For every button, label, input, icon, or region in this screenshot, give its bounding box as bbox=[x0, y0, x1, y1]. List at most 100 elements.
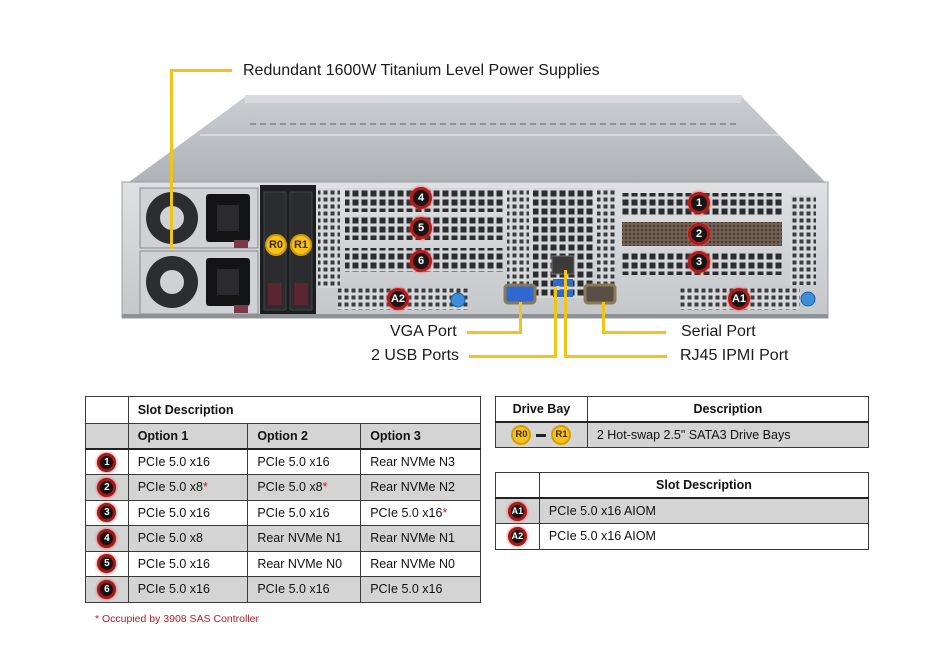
slot-number-cell: 5 bbox=[85, 550, 129, 577]
psu-top bbox=[139, 187, 259, 249]
slot-option-2-cell: PCIe 5.0 x16 bbox=[247, 448, 362, 475]
slot-option-text: PCIe 5.0 x8 bbox=[257, 480, 323, 495]
slot-number-cell: 3 bbox=[85, 499, 129, 526]
slot-option-text: Rear NVMe N1 bbox=[257, 531, 343, 546]
slot-table-row: 1 PCIe 5.0 x16 PCIe 5.0 x16 Rear NVMe N3 bbox=[85, 448, 481, 475]
aiom-slot-description: PCIe 5.0 x16 AIOM bbox=[538, 497, 870, 524]
slot-table-title: Slot Description bbox=[127, 396, 482, 424]
slot-table-corner bbox=[85, 396, 129, 424]
slot-option-2-cell: Rear NVMe N1 bbox=[247, 525, 362, 552]
slot-option-3-cell: Rear NVMe N2 bbox=[360, 474, 481, 501]
slot-option-text: PCIe 5.0 x16 bbox=[370, 505, 443, 520]
aiom-slot-description: PCIe 5.0 x16 AIOM bbox=[538, 523, 870, 550]
serial-port bbox=[583, 283, 617, 305]
serial-callout-line-v bbox=[602, 302, 605, 332]
slot-option-text: PCIe 5.0 x16 bbox=[370, 582, 443, 597]
slot-option-text: PCIe 5.0 x8 bbox=[137, 480, 204, 495]
slot-option-text: Rear NVMe N1 bbox=[370, 531, 455, 546]
slot-number-cell: 4 bbox=[85, 525, 129, 552]
psu-bottom bbox=[139, 250, 259, 315]
column-header-description: Description bbox=[586, 396, 870, 423]
slot-number-cell: 1 bbox=[85, 448, 129, 475]
slot-option-text: PCIe 5.0 x16 bbox=[137, 455, 210, 469]
slot-number-badge: 5 bbox=[97, 554, 117, 574]
slot-table-header-blank bbox=[85, 423, 129, 450]
drive-bay-badge-r1: R1 bbox=[551, 425, 572, 445]
slot-option-text: Rear NVMe N0 bbox=[370, 556, 455, 571]
slot-table-row: 6 PCIe 5.0 x16 PCIe 5.0 x16 PCIe 5.0 x16 bbox=[85, 576, 481, 603]
range-dash bbox=[536, 433, 547, 437]
usb-callout-line-v bbox=[554, 288, 557, 358]
slot-number-cell: 2 bbox=[85, 474, 129, 501]
slot-option-1-cell: PCIe 5.0 x16 bbox=[127, 550, 249, 577]
aiom-table-corner bbox=[495, 472, 540, 499]
aiom-slot-table: Slot Description A1 PCIe 5.0 x16 AIOM A2… bbox=[495, 472, 870, 550]
sas-footnote-marker: * bbox=[203, 480, 208, 495]
slot-option-3-cell: PCIe 5.0 x16 bbox=[360, 576, 481, 603]
slot-marker-3: 3 bbox=[688, 251, 710, 273]
slot-option-1-cell: PCIe 5.0 x16 bbox=[127, 576, 249, 603]
vga-callout-line-h bbox=[467, 331, 522, 334]
usb-port-2 bbox=[553, 290, 573, 297]
slot-option-text: Rear NVMe N0 bbox=[257, 556, 343, 571]
slot-option-2-cell: PCIe 5.0 x16 bbox=[247, 499, 362, 526]
ipmi-callout-line-h bbox=[564, 355, 667, 358]
aiom-marker-a2: A2 bbox=[387, 288, 409, 310]
slot-option-text: PCIe 5.0 x16 bbox=[137, 505, 210, 520]
usb-callout-line-h bbox=[469, 355, 557, 358]
slot-table-title-row: Slot Description bbox=[85, 396, 482, 424]
aiom-table-row: A1 PCIe 5.0 x16 AIOM bbox=[495, 497, 870, 524]
chassis-top bbox=[125, 97, 828, 185]
aiom-table-header-row: Slot Description bbox=[495, 472, 870, 499]
slot-option-text: PCIe 5.0 x16 bbox=[137, 556, 210, 571]
slot-option-3-cell: Rear NVMe N3 bbox=[360, 448, 481, 475]
aiom-marker-a1: A1 bbox=[728, 288, 750, 310]
slot-option-text: PCIe 5.0 x16 bbox=[257, 505, 330, 520]
vga-port bbox=[503, 283, 537, 305]
slot-number-badge: 1 bbox=[97, 452, 117, 472]
psu-callout-line-h bbox=[170, 69, 232, 72]
slot-option-3-cell: PCIe 5.0 x16* bbox=[360, 499, 481, 526]
vga-callout-label: VGA Port bbox=[390, 323, 457, 340]
slot-number-badge: 6 bbox=[97, 579, 117, 599]
psu-callout-label: Redundant 1600W Titanium Level Power Sup… bbox=[243, 62, 600, 79]
aiom-badge-a1: A1 bbox=[507, 501, 527, 521]
server-chassis-illustration bbox=[121, 95, 829, 319]
drive-table-header-row: Drive Bay Description bbox=[495, 396, 870, 423]
slot-table-header-row: Option 1 Option 2 Option 3 bbox=[85, 423, 481, 450]
drive-bay-marker-r0: R0 bbox=[265, 234, 287, 256]
column-header-option-1: Option 1 bbox=[127, 423, 249, 450]
server-rear-view: R0 R1 4 5 6 A2 1 2 3 A1 bbox=[121, 95, 829, 319]
slot-option-3-cell: Rear NVMe N0 bbox=[360, 550, 481, 577]
column-header-option-2: Option 2 bbox=[247, 423, 362, 450]
slot-option-text: Rear NVMe N3 bbox=[370, 455, 455, 469]
ipmi-port bbox=[551, 255, 575, 275]
drive-bay-badge-r0: R0 bbox=[511, 425, 532, 445]
drive-bay-marker-r1: R1 bbox=[290, 234, 312, 256]
sas-footnote-marker: * bbox=[442, 505, 448, 520]
drive-bay-range: R0 R1 bbox=[495, 421, 588, 448]
slot-number-badge: 3 bbox=[97, 503, 117, 523]
sas-footnote-marker: * bbox=[322, 480, 328, 495]
aiom-slot-cell: A2 bbox=[495, 523, 540, 550]
ipmi-callout-line-v bbox=[564, 270, 567, 358]
aiom-slot-cell: A1 bbox=[495, 497, 540, 524]
ipmi-callout-label: RJ45 IPMI Port bbox=[680, 347, 789, 364]
aiom-table-row: A2 PCIe 5.0 x16 AIOM bbox=[495, 523, 870, 550]
slot-marker-5: 5 bbox=[410, 217, 432, 239]
slot-option-text: PCIe 5.0 x16 bbox=[257, 582, 330, 597]
slot-option-text: PCIe 5.0 x8 bbox=[137, 531, 204, 546]
slot-number-badge: 4 bbox=[97, 528, 117, 548]
slot-option-1-cell: PCIe 5.0 x8* bbox=[127, 474, 249, 501]
usb-callout-label: 2 USB Ports bbox=[371, 347, 460, 364]
slot-option-2-cell: PCIe 5.0 x8* bbox=[247, 474, 362, 501]
slot-table-row: 5 PCIe 5.0 x16 Rear NVMe N0 Rear NVMe N0 bbox=[85, 550, 481, 577]
slot-option-text: PCIe 5.0 x16 bbox=[137, 582, 210, 597]
slot-option-1-cell: PCIe 5.0 x16 bbox=[127, 499, 249, 526]
slot-option-1-cell: PCIe 5.0 x8 bbox=[127, 525, 249, 552]
slot-option-2-cell: Rear NVMe N0 bbox=[247, 550, 362, 577]
